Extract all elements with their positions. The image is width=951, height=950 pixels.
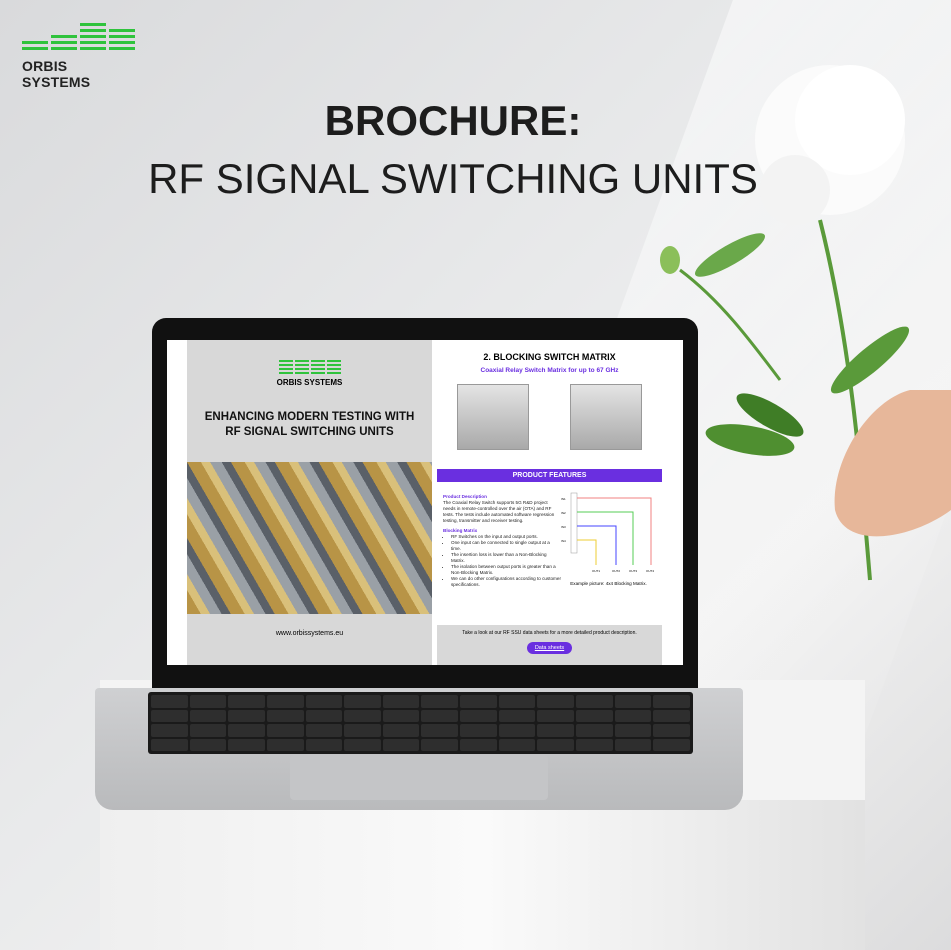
rf-connectors-photo bbox=[187, 462, 432, 614]
desc-heading: Product Description bbox=[443, 494, 487, 499]
bullet: The insertion loss is lower than a Non-B… bbox=[451, 552, 561, 564]
headline-line2: RF SIGNAL SWITCHING UNITS bbox=[148, 155, 758, 202]
headline-line1: BROCHURE: bbox=[324, 97, 582, 144]
pedestal bbox=[100, 800, 865, 950]
laptop-trackpad bbox=[290, 755, 548, 800]
bullet: We can do other configurations according… bbox=[451, 576, 561, 588]
matrix-heading: Blocking Matrix bbox=[443, 528, 478, 533]
diagram-label: OUT1 bbox=[592, 569, 600, 573]
flower-illustration bbox=[660, 65, 951, 581]
diagram-label: OUT2 bbox=[612, 569, 620, 573]
diagram-label: IN2 bbox=[561, 511, 566, 515]
data-sheets-button[interactable]: Data sheets bbox=[526, 642, 573, 654]
laptop-screen: ORBIS SYSTEMS ENHANCING MODERN TESTING W… bbox=[167, 340, 683, 665]
brand-name: ORBIS SYSTEMS bbox=[22, 58, 91, 90]
section-subtitle: Coaxial Relay Switch Matrix for up to 67… bbox=[480, 367, 619, 374]
diagram-label: IN1 bbox=[561, 497, 566, 501]
laptop-keyboard bbox=[148, 692, 693, 754]
desc-text: The Coaxial Relay Switch supports 5G R&D… bbox=[443, 500, 555, 523]
footer-text: Take a look at our RF SSU data sheets fo… bbox=[462, 630, 637, 636]
cover-url[interactable]: www.orbissystems.eu bbox=[275, 630, 344, 637]
features-bar: PRODUCT FEATURES bbox=[437, 469, 662, 482]
section-title: 2. BLOCKING SWITCH MATRIX bbox=[483, 352, 616, 362]
diagram-label: OUT4 bbox=[646, 569, 654, 573]
diagram-label: OUT3 bbox=[629, 569, 637, 573]
brochure-footer: Take a look at our RF SSU data sheets fo… bbox=[437, 625, 662, 665]
brand-logo: ORBIS SYSTEMS bbox=[22, 14, 138, 90]
switch-unit-image bbox=[569, 384, 642, 450]
cover-brand: ORBIS SYSTEMS bbox=[276, 378, 343, 387]
brochure-content-page: 2. BLOCKING SWITCH MATRIX Coaxial Relay … bbox=[437, 340, 662, 665]
switch-unit-image bbox=[457, 384, 530, 450]
bullet: One input can be connected to single out… bbox=[451, 540, 561, 552]
bullet: RF Switches on the input and output port… bbox=[451, 534, 561, 540]
diagram-caption: Example picture: 4x4 Blocking Matrix. bbox=[570, 581, 647, 586]
bullet: The isolation between output ports is gr… bbox=[451, 564, 561, 576]
logo-bars-icon bbox=[22, 14, 138, 50]
logo-bars-icon bbox=[187, 360, 432, 374]
matrix-diagram: IN1 IN2 IN3 IN4 OUT1 OUT2 OUT3 OUT4 bbox=[561, 492, 654, 573]
diagram-label: IN4 bbox=[561, 539, 566, 543]
brochure-cover-page: ORBIS SYSTEMS ENHANCING MODERN TESTING W… bbox=[187, 340, 432, 665]
diagram-label: IN3 bbox=[561, 525, 566, 529]
cover-title: ENHANCING MODERN TESTING WITH RF SIGNAL … bbox=[204, 411, 415, 438]
product-images bbox=[437, 384, 662, 454]
